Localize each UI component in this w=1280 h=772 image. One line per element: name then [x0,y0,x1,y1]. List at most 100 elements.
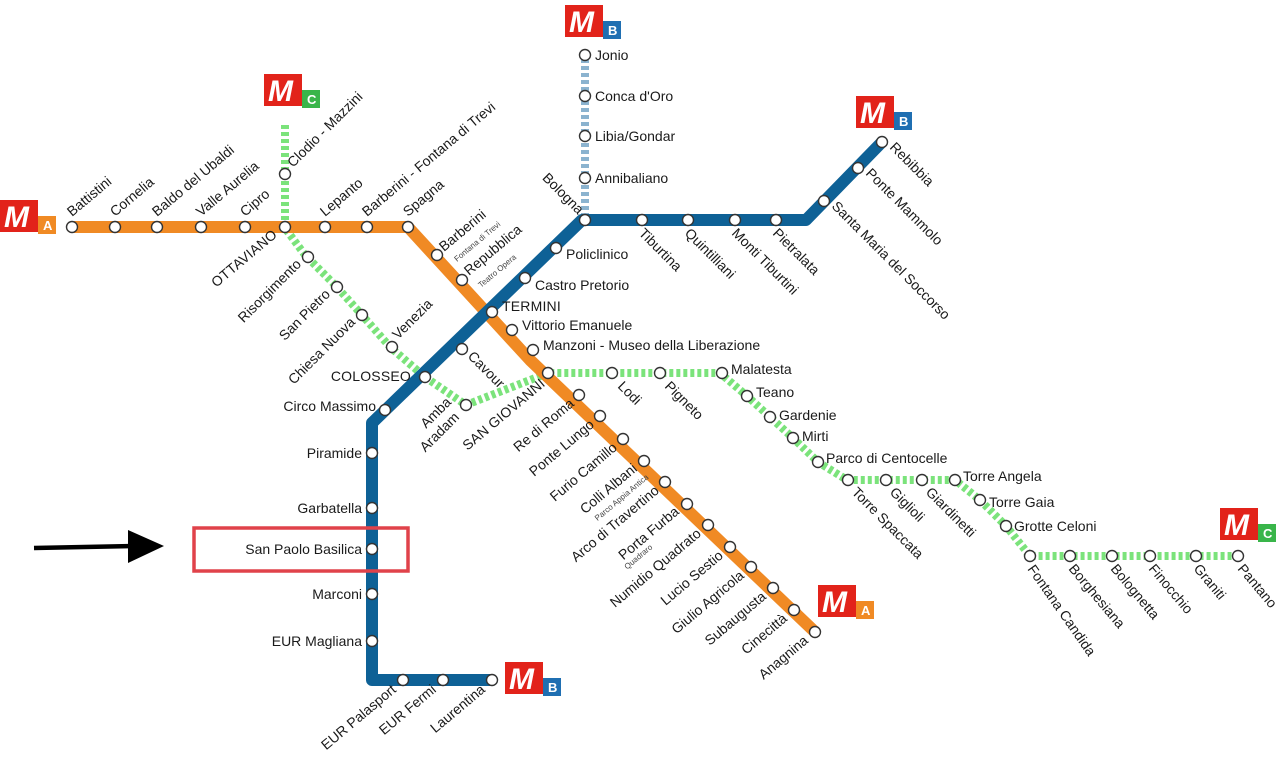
line-badge-b [603,21,621,39]
metro-glyph: M [268,75,294,108]
station-label-parco-di-centocelle: Parco di Centocelle [826,450,948,466]
station-marker[interactable] [653,366,667,380]
station-marker[interactable] [459,398,473,412]
station-marker[interactable] [436,673,450,687]
station-marker[interactable] [769,213,783,227]
station-marker[interactable] [330,280,344,294]
station-marker[interactable] [715,366,729,380]
station-marker[interactable] [740,389,754,403]
station-marker[interactable] [549,241,563,255]
line-letter-b: B [548,680,557,695]
station-marker[interactable] [817,194,831,208]
station-marker[interactable] [578,48,592,62]
station-marker[interactable] [1023,549,1037,563]
station-marker[interactable] [278,220,292,234]
station-marker[interactable] [999,519,1013,533]
station-marker[interactable] [108,220,122,234]
station-marker[interactable] [455,342,469,356]
metro-badge-m [0,200,38,232]
metro-glyph: M [4,201,30,234]
station-marker[interactable] [637,454,651,468]
station-marker[interactable] [841,473,855,487]
pointer-arrow-shaft [33,543,136,551]
station-marker[interactable] [578,89,592,103]
station-label-torre-angela: Torre Angela [963,468,1042,484]
station-marker[interactable] [1189,549,1203,563]
station-marker[interactable] [378,403,392,417]
metro-logo-a-east: M A [818,585,874,619]
station-marker[interactable] [572,388,586,402]
station-marker[interactable] [578,129,592,143]
line-badge-c [302,90,320,108]
station-marker[interactable] [681,213,695,227]
station-marker[interactable] [150,220,164,234]
station-marker[interactable] [973,493,987,507]
station-marker[interactable] [430,248,444,262]
station-marker[interactable] [605,366,619,380]
station-label-san-paolo-basilica[interactable]: San Paolo Basilica [245,541,362,557]
station-marker[interactable] [1105,549,1119,563]
station-marker[interactable] [194,220,208,234]
station-marker[interactable] [518,271,532,285]
station-marker[interactable] [401,220,415,234]
station-marker[interactable] [701,518,715,532]
station-marker[interactable] [728,213,742,227]
station-marker[interactable] [365,446,379,460]
station-marker[interactable] [1231,549,1245,563]
station-marker[interactable] [808,625,822,639]
metro-badge-m [505,662,543,694]
metro-badge-m [856,96,894,128]
metro-glyph: M [569,6,595,39]
station-marker[interactable] [485,305,499,319]
station-marker[interactable] [851,161,865,175]
station-marker[interactable] [811,455,825,469]
station-marker[interactable] [578,213,592,227]
station-marker[interactable] [786,431,800,445]
station-marker[interactable] [355,308,369,322]
station-marker[interactable] [418,370,432,384]
station-marker[interactable] [593,409,607,423]
station-marker[interactable] [763,410,777,424]
station-marker[interactable] [744,560,758,574]
station-marker[interactable] [635,213,649,227]
station-label-torre-gaia: Torre Gaia [989,494,1055,510]
station-marker[interactable] [505,323,519,337]
station-marker[interactable] [658,475,672,489]
station-marker[interactable] [1143,549,1157,563]
station-marker[interactable] [396,673,410,687]
station-marker[interactable] [365,634,379,648]
station-marker[interactable] [766,581,780,595]
station-marker[interactable] [915,473,929,487]
station-label-circo-massimo: Circo Massimo [283,398,376,414]
station-marker[interactable] [1063,549,1077,563]
station-marker[interactable] [65,220,79,234]
station-label-grotte-celoni: Grotte Celoni [1014,518,1096,534]
line-letter-a: A [861,603,871,618]
station-marker[interactable] [616,432,630,446]
station-marker[interactable] [238,220,252,234]
station-marker[interactable] [875,135,889,149]
station-marker[interactable] [526,343,540,357]
station-marker[interactable] [680,497,694,511]
station-marker[interactable] [578,171,592,185]
station-marker[interactable] [455,273,469,287]
station-marker[interactable] [278,167,292,181]
station-marker[interactable] [365,587,379,601]
station-marker[interactable] [485,673,499,687]
station-marker[interactable] [385,340,399,354]
station-marker[interactable] [723,540,737,554]
station-marker[interactable] [360,220,374,234]
station-label-rebibbia: Rebibbia [887,139,938,190]
metro-logo-c-north: M C [264,74,320,108]
station-marker[interactable] [301,250,315,264]
station-label-battistini: Battistini [64,173,115,219]
station-label-conca-doro: Conca d'Oro [595,88,673,104]
station-marker[interactable] [365,501,379,515]
station-marker[interactable] [365,542,379,556]
station-marker[interactable] [879,473,893,487]
station-marker[interactable] [948,473,962,487]
station-marker[interactable] [541,366,555,380]
station-marker[interactable] [787,603,801,617]
station-marker[interactable] [318,220,332,234]
